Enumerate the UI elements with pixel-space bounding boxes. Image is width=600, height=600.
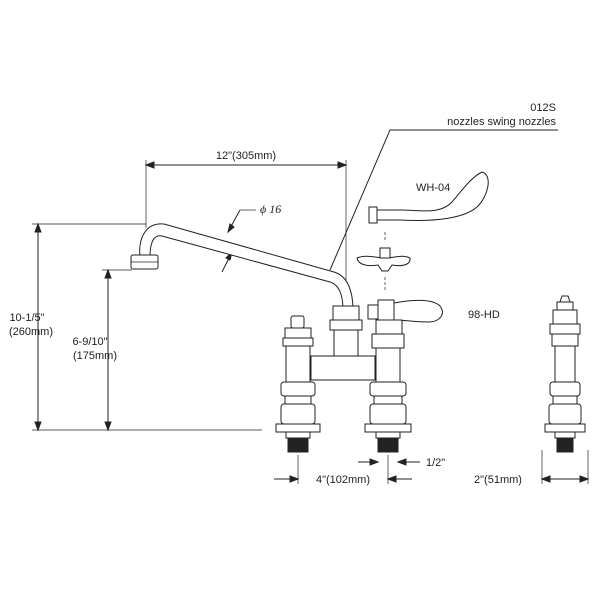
side-inlet-thread — [556, 437, 574, 453]
diameter-arrow-upper — [227, 223, 235, 234]
wrist-handle-label: WH-04 — [416, 182, 450, 194]
side-view-valve-body — [544, 295, 586, 453]
reach-arrow-right — [337, 161, 348, 169]
swing-spout — [130, 223, 354, 311]
tube-diameter-label: ϕ 16 — [260, 202, 281, 216]
spout-height-in-label: 6-9/10" — [72, 336, 107, 348]
side-width-arrow-right — [579, 475, 590, 483]
spout-reach-label: 12"(305mm) — [216, 150, 276, 162]
spacing-arrow-left — [289, 475, 300, 483]
spacing-arrow-right — [386, 475, 397, 483]
spout-height-arrow-top — [104, 268, 112, 279]
lever-handle-label: 98-HD — [468, 309, 500, 321]
spout-swivel-hub — [329, 305, 363, 357]
inlet-thread-label: 1/2" — [426, 457, 445, 469]
cross-bridge — [310, 355, 376, 381]
model-leader-line — [329, 129, 558, 271]
overall-height-arrow-bottom — [34, 421, 42, 432]
reach-arrow-left — [144, 161, 155, 169]
left-valve-stem — [290, 315, 305, 329]
right-valve-body — [364, 319, 412, 453]
thread-arrow-left — [369, 458, 380, 466]
right-inlet-thread — [377, 437, 399, 453]
spout-height-arrow-bottom — [104, 421, 112, 432]
nozzle-description-label: nozzles swing nozzles — [447, 116, 556, 128]
side-width-label: 2"(51mm) — [474, 474, 522, 486]
left-valve-body — [275, 315, 321, 453]
thread-arrow-right — [396, 458, 407, 466]
wrist-blade-handle — [368, 171, 489, 224]
overall-height-in-label: 10-1/5" — [9, 312, 44, 324]
overall-height-mm-label: (260mm) — [9, 326, 53, 338]
lever-handle — [367, 299, 443, 325]
tee-handle — [356, 247, 411, 272]
side-width-arrow-left — [540, 475, 551, 483]
overall-height-arrow-top — [34, 222, 42, 233]
model-label: 012S — [530, 102, 556, 114]
left-inlet-thread — [287, 437, 309, 453]
center-spacing-label: 4"(102mm) — [316, 474, 370, 486]
spout-height-mm-label: (175mm) — [73, 350, 117, 362]
